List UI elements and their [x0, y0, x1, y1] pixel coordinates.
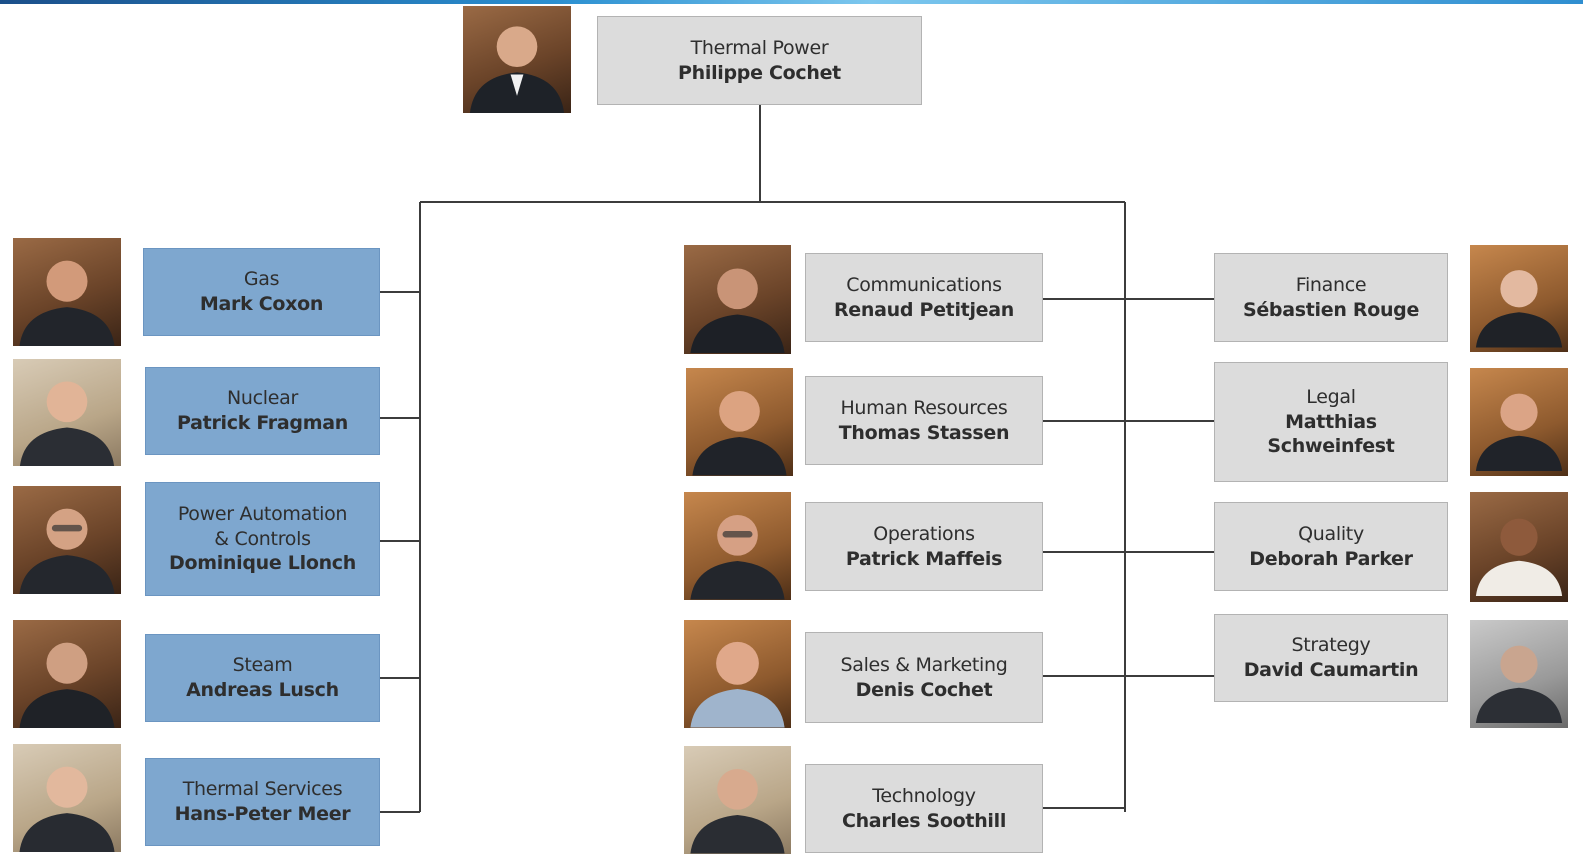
node-department: Legal [1306, 385, 1356, 408]
avatar-finance [1470, 245, 1568, 352]
avatar-power-automation [13, 486, 121, 594]
avatar-thermal-power [463, 6, 571, 113]
avatar-sales-marketing [684, 620, 791, 728]
node-finance: Finance Sébastien Rouge [1214, 253, 1448, 342]
node-technology: Technology Charles Soothill [805, 764, 1043, 853]
node-person: Deborah Parker [1249, 547, 1413, 570]
avatar-gas [13, 238, 121, 346]
avatar-steam [13, 620, 121, 728]
node-department: Strategy [1291, 634, 1371, 657]
avatar-human-resources [686, 368, 793, 476]
node-thermal-services: Thermal Services Hans-Peter Meer [145, 758, 380, 846]
node-department: Power Automation & Controls [177, 502, 348, 550]
node-person: Charles Soothill [841, 809, 1007, 832]
node-operations: Operations Patrick Maffeis [805, 502, 1043, 591]
avatar-thermal-services [13, 744, 121, 852]
node-person: Philippe Cochet [678, 61, 841, 84]
node-quality: Quality Deborah Parker [1214, 502, 1448, 591]
node-person: Thomas Stassen [838, 421, 1010, 444]
top-accent-bar [0, 0, 1583, 4]
node-person: David Caumartin [1243, 659, 1419, 681]
node-person: Hans-Peter Meer [174, 803, 351, 825]
node-department: Operations [873, 522, 975, 545]
node-department: Nuclear [226, 387, 299, 410]
node-human-resources: Human Resources Thomas Stassen [805, 376, 1043, 465]
node-department: Finance [1295, 273, 1367, 296]
node-department: Thermal Power [690, 36, 829, 59]
node-department: Communications [846, 273, 1002, 296]
avatar-strategy [1470, 620, 1568, 728]
node-gas: Gas Mark Coxon [143, 248, 380, 336]
node-communications: Communications Renaud Petitjean [805, 253, 1043, 342]
node-person: Dominique Llonch [169, 552, 356, 575]
node-person: Patrick Maffeis [845, 547, 1003, 570]
avatar-communications [684, 245, 791, 354]
node-department: Gas [243, 268, 280, 291]
node-sales-marketing: Sales & Marketing Denis Cochet [805, 632, 1043, 723]
node-department: Human Resources [840, 396, 1008, 419]
node-department: Thermal Services [182, 778, 343, 801]
avatar-nuclear [13, 359, 121, 466]
node-steam: Steam Andreas Lusch [145, 634, 380, 722]
node-person: Sébastien Rouge [1242, 298, 1420, 321]
node-thermal-power: Thermal Power Philippe Cochet [597, 16, 922, 105]
node-department: Steam [232, 654, 293, 677]
node-strategy: Strategy David Caumartin [1214, 614, 1448, 702]
avatar-quality [1470, 492, 1568, 602]
node-person: Matthias Schweinfest [1267, 410, 1395, 458]
avatar-operations [684, 492, 791, 600]
node-department: Technology [872, 784, 976, 807]
node-person: Renaud Petitjean [833, 298, 1015, 321]
node-department: Quality [1298, 522, 1364, 545]
node-power-automation: Power Automation & Controls Dominique Ll… [145, 482, 380, 596]
avatar-technology [684, 746, 791, 854]
node-person: Denis Cochet [855, 678, 993, 701]
node-nuclear: Nuclear Patrick Fragman [145, 367, 380, 455]
node-department: Sales & Marketing [840, 653, 1008, 676]
node-person: Patrick Fragman [177, 412, 348, 434]
node-legal: Legal Matthias Schweinfest [1214, 362, 1448, 482]
node-person: Mark Coxon [199, 293, 324, 315]
avatar-legal [1470, 368, 1568, 476]
node-person: Andreas Lusch [186, 679, 339, 701]
